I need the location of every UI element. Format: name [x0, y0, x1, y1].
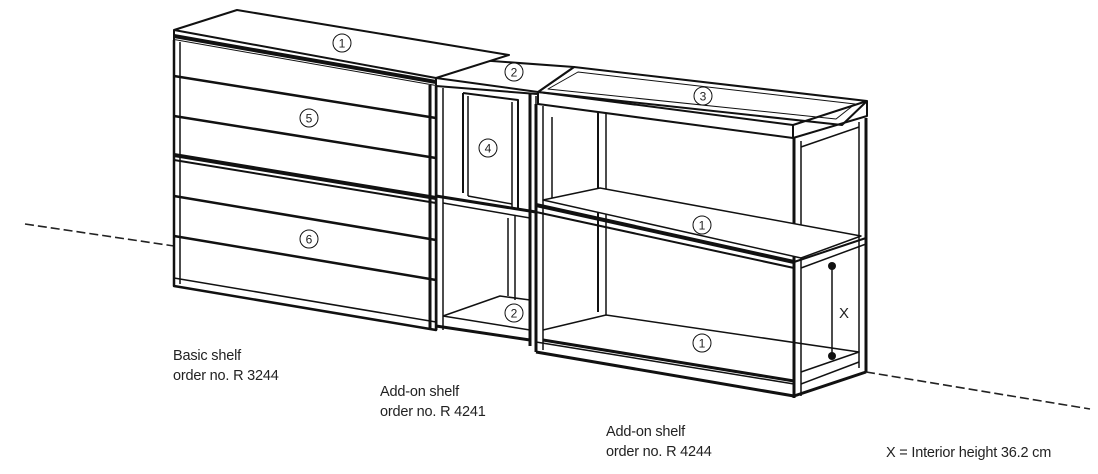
caption-basic-shelf: Basic shelf order no. R 3244 — [173, 346, 279, 386]
callout-drawer-lower: 6 — [299, 229, 319, 249]
svg-text:6: 6 — [306, 233, 313, 247]
svg-text:3: 3 — [700, 90, 707, 104]
svg-text:1: 1 — [699, 337, 706, 351]
caption-order-number: order no. R 4244 — [606, 444, 712, 460]
caption-order-number: order no. R 3244 — [173, 368, 279, 384]
callout-addon1-lower: 2 — [504, 303, 524, 323]
svg-text:4: 4 — [485, 142, 492, 156]
svg-text:2: 2 — [511, 66, 518, 80]
svg-text:1: 1 — [699, 219, 706, 233]
caption-title: Add-on shelf — [606, 424, 686, 440]
interior-height-dimension: X — [828, 262, 849, 360]
callout-drawer-upper: 5 — [299, 108, 319, 128]
interior-height-note: X = Interior height 36.2 cm — [886, 445, 1052, 461]
caption-addon-shelf-r4244: Add-on shelf order no. R 4244 — [606, 422, 712, 462]
callout-addon2-top: 3 — [693, 86, 713, 106]
callout-addon1-top: 2 — [504, 62, 524, 82]
callout-addon1-back: 4 — [478, 138, 498, 158]
caption-title: Basic shelf — [173, 348, 241, 364]
dimension-symbol: X — [839, 305, 849, 322]
basic-shelf-r3244 — [172, 9, 510, 332]
svg-text:5: 5 — [306, 112, 313, 126]
part-callouts: 1 2 3 4 5 6 1 2 — [299, 33, 713, 353]
callout-addon2-middle: 1 — [692, 215, 712, 235]
callout-basic-top: 1 — [332, 33, 352, 53]
svg-text:2: 2 — [511, 307, 518, 321]
caption-order-number: order no. R 4241 — [380, 404, 486, 420]
caption-addon-shelf-r4241: Add-on shelf order no. R 4241 — [380, 382, 486, 422]
callout-addon2-bottom: 1 — [692, 333, 712, 353]
floor-line — [24, 223, 1091, 410]
caption-title: Add-on shelf — [380, 384, 460, 400]
svg-text:1: 1 — [339, 37, 346, 51]
